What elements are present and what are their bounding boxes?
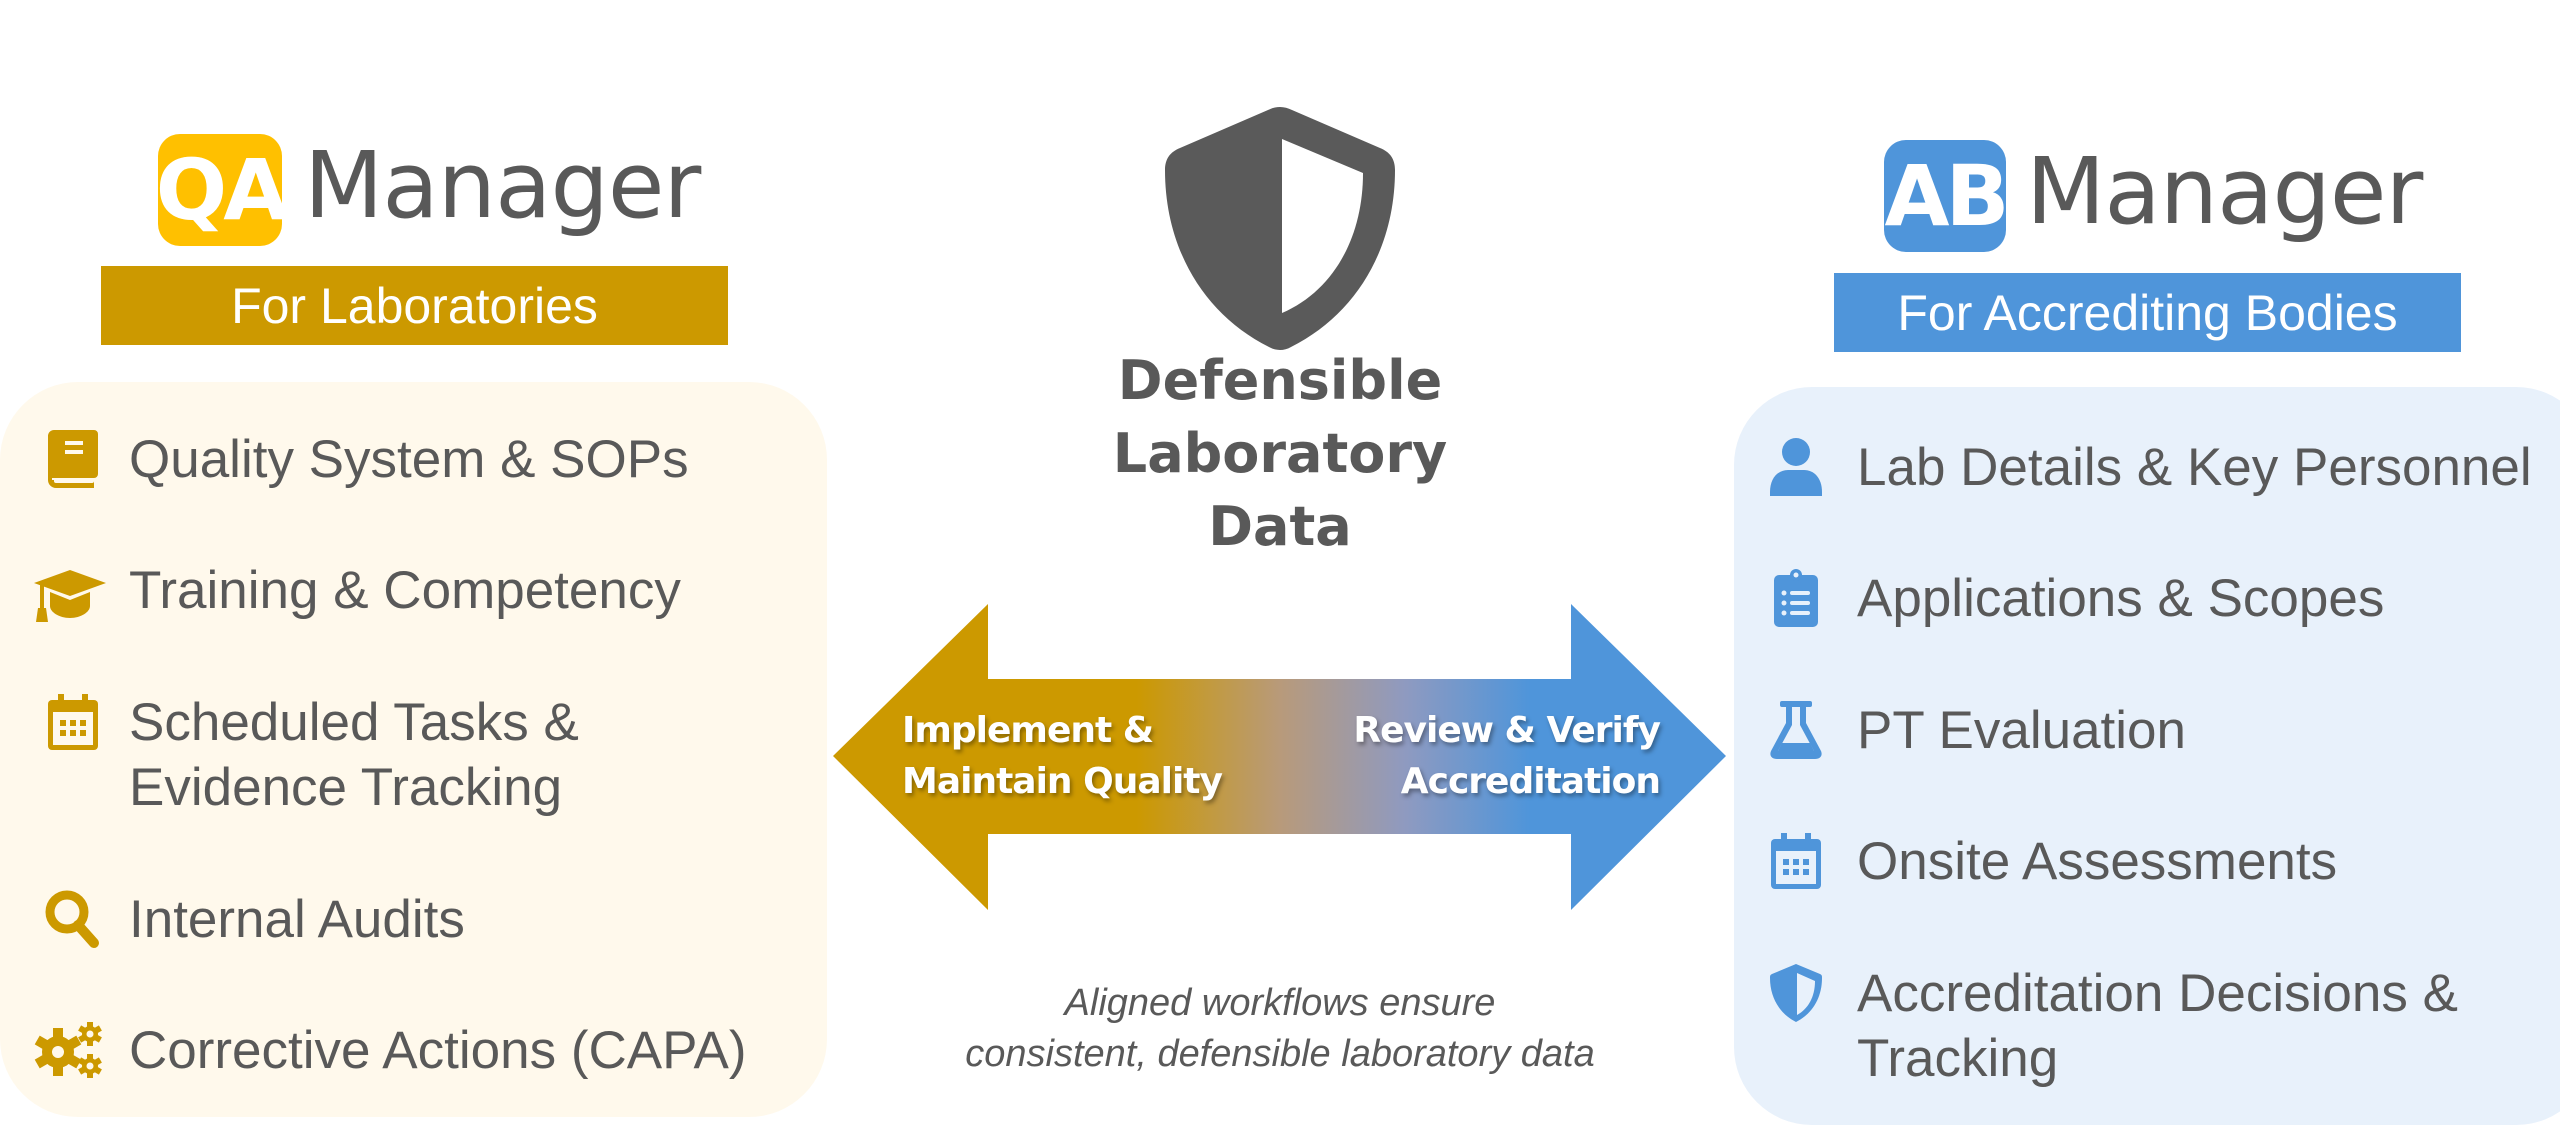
ab-feature-label: PT Evaluation [1857,701,2186,760]
ab-feature-item: Lab Details & Key Personnel [1760,435,2532,500]
shield-half-icon [1760,961,1832,1025]
ab-feature-label: Accreditation Decisions & [1857,964,2458,1023]
center-title-line: Data [1208,495,1352,558]
ab-feature-item: PT Evaluation [1760,698,2186,763]
qa-feature-item: Internal Audits [30,887,465,952]
qa-feature-label-line2: Evidence Tracking [129,758,563,817]
qa-audience-banner: For Laboratories [101,266,728,345]
caption: Aligned workflows ensure consistent, def… [880,978,1680,1080]
arrow-left-label-line: Implement & [902,710,1154,751]
arrow-right-label-line: Review & Verify [1353,710,1661,751]
qa-feature-label: Internal Audits [129,890,465,949]
qa-feature-label: Quality System & SOPs [129,430,689,489]
shield-half-icon [1165,107,1395,350]
search-icon [36,887,108,951]
arrow-right-label-line: Accreditation [1400,761,1661,802]
qa-feature-item: Quality System & SOPs [30,427,689,492]
ab-feature-item: Applications & Scopes [1760,566,2384,631]
ab-logo-text: AB [1884,147,2009,245]
center-title-line: Laboratory [1112,422,1448,485]
caption-line: Aligned workflows ensure [1064,982,1496,1024]
center-title: Defensible Laboratory Data [1080,344,1480,563]
ab-feature-item: Accreditation Decisions & Tracking [1760,961,2458,1091]
ab-feature-label: Applications & Scopes [1857,569,2385,628]
ab-features-panel [1734,387,2560,1125]
ab-logo-badge: AB [1884,140,2010,252]
qa-feature-item: Training & Competency [30,558,681,623]
caption-line: consistent, defensible laboratory data [965,1033,1595,1075]
qa-feature-label: Corrective Actions (CAPA) [129,1021,747,1080]
qa-logo-text: QA [155,141,288,239]
flask-icon [1760,698,1832,762]
graduation-cap-icon [34,564,106,628]
qa-feature-label: Scheduled Tasks & [129,693,579,752]
qa-feature-item: Scheduled Tasks & Evidence Tracking [30,690,579,820]
qa-features-panel [0,382,827,1117]
ab-audience-banner: For Accrediting Bodies [1834,273,2461,352]
qa-feature-item: Corrective Actions (CAPA) [30,1018,747,1083]
qa-logo-badge: QA [155,134,288,246]
calendar-icon [1760,829,1832,893]
ab-feature-item: Onsite Assessments [1760,829,2337,894]
qa-product-name: Manager [304,132,701,239]
ab-audience-label: For Accrediting Bodies [1897,284,2398,341]
arrow-left-label: Implement & Maintain Quality [902,705,1223,807]
gears-icon [34,1018,106,1082]
clipboard-list-icon [1760,566,1832,630]
ab-feature-label: Lab Details & Key Personnel [1857,438,2532,497]
book-icon [37,427,109,491]
calendar-icon [37,690,109,754]
ab-product-name: Manager [2026,138,2423,245]
qa-audience-label: For Laboratories [231,277,598,334]
ab-feature-label: Onsite Assessments [1857,832,2338,891]
arrow-right-label: Review & Verify Accreditation [1300,705,1661,807]
ab-feature-label-line2: Tracking [1857,1029,2059,1088]
qa-feature-label: Training & Competency [129,561,681,620]
center-title-line: Defensible [1117,349,1443,412]
arrow-left-label-line: Maintain Quality [902,761,1223,802]
user-icon [1760,435,1832,499]
